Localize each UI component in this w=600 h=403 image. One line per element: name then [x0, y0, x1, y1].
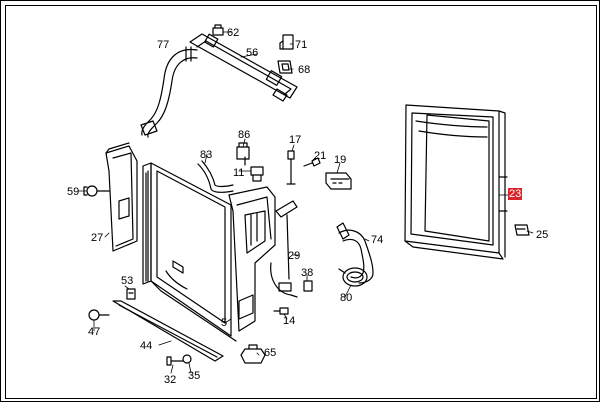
clip-53	[126, 288, 136, 300]
expansion-tank	[228, 186, 276, 332]
callout-68: 68	[298, 64, 311, 76]
callout-56: 56	[246, 47, 259, 59]
side-panel	[105, 142, 138, 252]
mount-65	[240, 344, 266, 364]
bolt-21	[303, 157, 321, 167]
cap-11	[250, 166, 264, 182]
callout-86: 86	[238, 129, 251, 141]
callout-65: 65	[264, 347, 277, 359]
callout-71: 71	[295, 39, 308, 51]
connector-19	[325, 172, 352, 190]
callout-53: 53	[121, 275, 134, 287]
cap-part-86	[236, 142, 250, 166]
callout-62: 62	[227, 27, 240, 39]
radiator	[142, 162, 237, 342]
callout-32: 32	[164, 374, 177, 386]
callout-27: 27	[91, 232, 104, 244]
clip-25	[514, 224, 530, 236]
pipe-83	[197, 160, 234, 193]
callout-80: 80	[340, 292, 353, 304]
callout-77: 77	[157, 39, 170, 51]
diagram-border	[5, 5, 597, 399]
leader-lines	[78, 31, 534, 374]
callout-83: 83	[200, 149, 213, 161]
clip-71	[279, 34, 294, 50]
callout-25: 25	[536, 229, 549, 241]
bolt-14	[273, 307, 289, 315]
callout-5: 5	[221, 317, 228, 329]
cover-bracket	[189, 33, 298, 102]
callout-59: 59	[67, 186, 80, 198]
callout-19: 19	[334, 154, 347, 166]
bolt-47	[88, 309, 110, 321]
upper-hose	[140, 46, 198, 138]
callout-38: 38	[301, 267, 314, 279]
callout-14: 14	[283, 315, 296, 327]
callout-11: 11	[233, 167, 245, 179]
fan-shroud	[404, 104, 508, 260]
callout-44: 44	[140, 340, 153, 352]
callout-17: 17	[289, 134, 302, 146]
clamp-80	[338, 267, 368, 287]
cap-part-62	[212, 24, 224, 36]
callout-29: 29	[288, 250, 301, 262]
sensor-17	[286, 150, 296, 185]
callout-23-highlighted: 23	[508, 188, 523, 200]
bracket-29	[270, 200, 298, 298]
bolt-32	[166, 354, 192, 366]
callout-21: 21	[314, 150, 327, 162]
callout-47: 47	[88, 326, 101, 338]
lower-strip	[112, 300, 224, 362]
lower-hose	[336, 222, 374, 284]
clip-38	[303, 280, 313, 292]
callout-74: 74	[371, 234, 384, 246]
callout-35: 35	[188, 370, 201, 382]
bolt-59	[83, 185, 110, 197]
clip-68	[277, 60, 293, 74]
